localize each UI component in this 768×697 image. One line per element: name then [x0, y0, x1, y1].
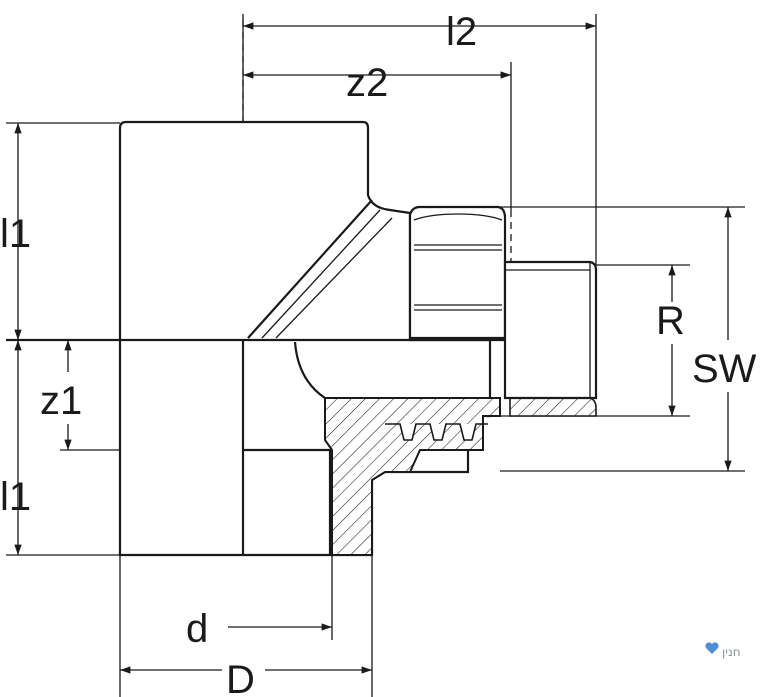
dim-label-r: R: [656, 299, 685, 343]
heart-icon: [705, 642, 719, 654]
dim-label-z1: z1: [40, 379, 82, 423]
dim-label-l1-top: l1: [0, 212, 31, 256]
dimension-lines: [14, 22, 732, 674]
dim-label-z2: z2: [346, 61, 388, 105]
dim-label-d-large: D: [226, 658, 255, 697]
dim-label-sw: SW: [692, 347, 757, 391]
brand-logo-text: חנין: [722, 645, 741, 659]
dim-label-l1-bottom: l1: [0, 475, 31, 519]
dim-label-d-small: d: [186, 607, 208, 651]
threaded-end: [503, 260, 598, 400]
hatched-section: [324, 397, 597, 556]
dim-label-l2: l2: [446, 10, 477, 54]
brand-logo: חנין: [705, 642, 741, 659]
hex-nut: [408, 205, 507, 340]
